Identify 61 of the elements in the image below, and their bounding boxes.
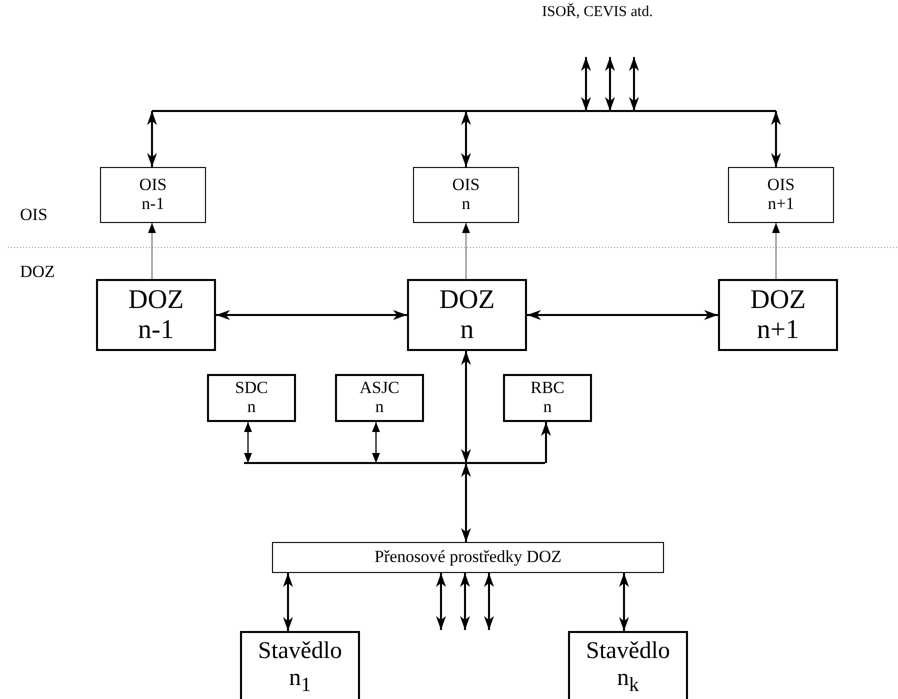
arrow (772, 223, 780, 279)
box-text: n (247, 398, 256, 417)
box-text: n+1 (756, 315, 800, 345)
block-box (413, 167, 519, 223)
box-text: n$_{1}$ (289, 664, 311, 696)
arrow (283, 573, 293, 631)
box-text: DOZ (439, 285, 495, 315)
arrow (148, 223, 156, 279)
arrow (244, 422, 252, 463)
block-box (96, 279, 216, 351)
arrow (484, 573, 494, 630)
box-text: DOZ (128, 285, 184, 315)
box-text: n (460, 315, 474, 345)
block-box (503, 374, 592, 422)
arrow (629, 57, 639, 111)
box-text: Přenosové prostředky DOZ (374, 548, 562, 567)
arrow (527, 310, 718, 320)
arrow (581, 57, 591, 111)
block-box (407, 279, 527, 351)
box-text: n$_{k}$ (617, 664, 639, 696)
box-text: SDC (234, 379, 268, 398)
arrow (216, 310, 407, 320)
box-text: DOZ (750, 285, 806, 315)
box-text: ASJC (360, 379, 400, 398)
block-box (718, 279, 838, 351)
box-text: OIS (452, 176, 480, 195)
bus-line (244, 462, 545, 464)
arrow (461, 351, 471, 463)
box-text: n (462, 195, 470, 214)
bus-line (152, 110, 776, 112)
box-text: Stavědlo (258, 638, 342, 665)
arrow (372, 422, 380, 463)
arrow (605, 57, 615, 111)
box-text: n-1 (142, 195, 164, 214)
arrow (460, 573, 470, 630)
box-text: n (543, 398, 552, 417)
box-text: n-1 (138, 315, 174, 345)
label: OIS (20, 205, 48, 225)
box-text: RBC (530, 379, 565, 398)
block-box (240, 631, 360, 699)
box-text: OIS (767, 176, 795, 195)
arrow (461, 111, 471, 167)
block-box (207, 374, 296, 422)
box-text: n (375, 398, 384, 417)
arrow (619, 573, 629, 631)
block-box (568, 631, 688, 699)
block-box (272, 542, 664, 573)
arrow (462, 223, 470, 279)
box-text: n+1 (768, 195, 794, 214)
arrow (541, 422, 551, 463)
block-box (728, 167, 834, 223)
label: DOZ (20, 262, 55, 282)
arrow (436, 573, 446, 630)
block-box (335, 374, 424, 422)
block-box (100, 167, 206, 223)
label: ISOŘ, CEVIS atd. (542, 4, 653, 21)
arrow (771, 111, 781, 167)
arrow (147, 111, 157, 167)
box-text: Stavědlo (586, 638, 670, 665)
box-text: OIS (139, 176, 167, 195)
arrow (461, 463, 471, 542)
